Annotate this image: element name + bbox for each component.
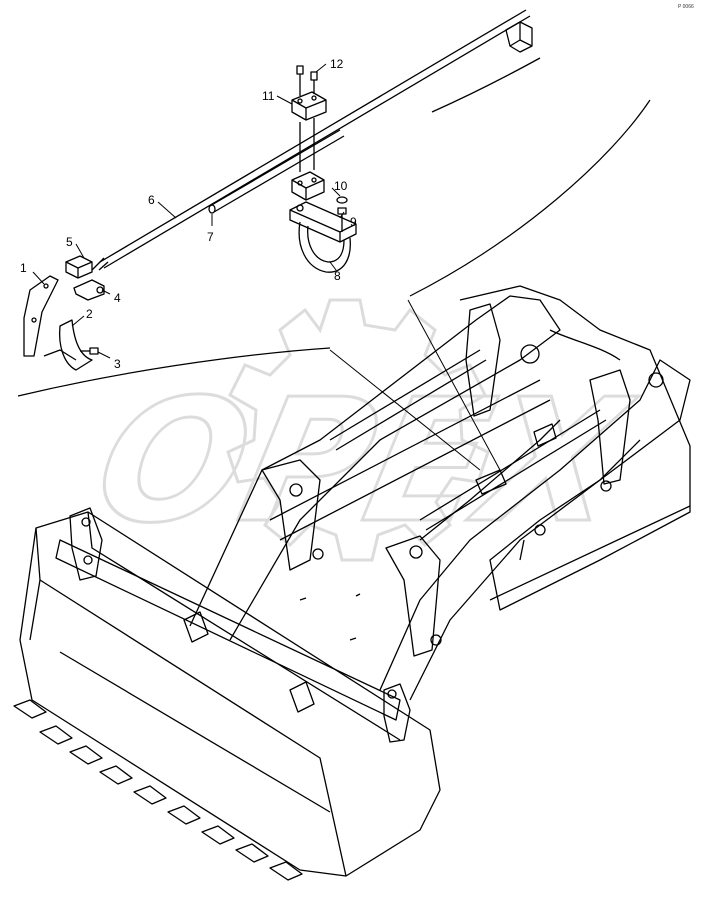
callout-4: 4 [114, 291, 121, 305]
watermark-text: OPEX [81, 362, 647, 561]
clamp-block-part-11 [291, 91, 327, 121]
callout-9: 9 [350, 215, 357, 229]
callout-6: 6 [148, 193, 155, 207]
lift-arm-right [379, 359, 691, 701]
rod-part-6 [91, 9, 541, 271]
bucket [19, 511, 441, 877]
detail-circle-arc-right [409, 99, 651, 297]
leader-line [407, 299, 501, 471]
callout-8: 8 [334, 269, 341, 283]
callout-5: 5 [66, 235, 73, 249]
clamp-block-lower [291, 171, 325, 201]
tube-part-7 [208, 129, 345, 214]
block-part-5 [65, 255, 93, 279]
exploded-parts [23, 9, 541, 371]
callout-2: 2 [86, 307, 93, 321]
bolt-washer-part-9-10 [336, 196, 348, 232]
detail-circle-arc [17, 347, 331, 397]
callout-12: 12 [330, 57, 344, 71]
lift-arm-left [189, 295, 561, 641]
leader-line [329, 349, 481, 471]
callout-10: 10 [334, 179, 348, 193]
watermark: OPEX [79, 298, 648, 562]
screw-part-3 [80, 347, 99, 355]
bracket-part-1 [23, 275, 59, 357]
u-clamp-part-8 [289, 201, 357, 273]
callout-1: 1 [20, 261, 27, 275]
clip-part-4 [73, 279, 105, 301]
strap-clamp-part-2 [43, 319, 93, 371]
bucket-teeth [13, 699, 303, 881]
callout-11: 11 [262, 89, 275, 103]
callout-leaders [32, 63, 345, 359]
loader-frame [459, 285, 691, 611]
front-loader-assembly [13, 285, 691, 881]
callout-labels: 1 2 3 4 5 6 7 8 9 10 11 12 [20, 57, 357, 371]
screws-part-12 [296, 65, 318, 172]
callout-7: 7 [207, 230, 214, 244]
watermark-gear-icon [226, 298, 490, 562]
callout-3: 3 [114, 357, 121, 371]
corner-stamp: P 0066 [678, 4, 694, 10]
